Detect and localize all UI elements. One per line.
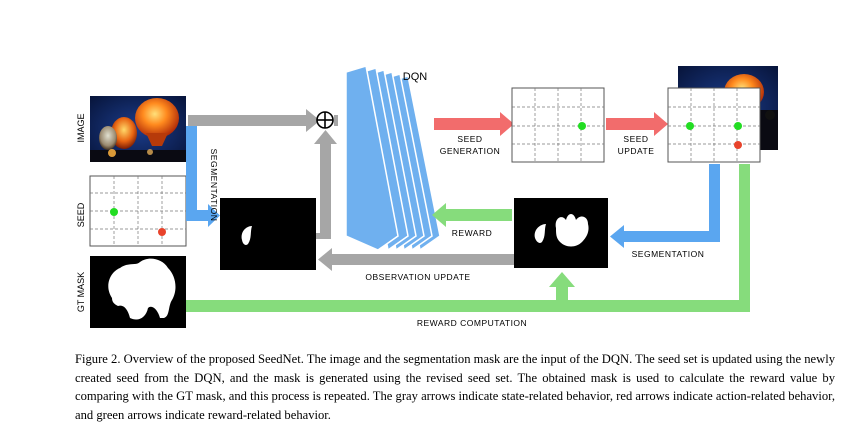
seed-grid-new: [511, 87, 605, 163]
row-label-image: IMAGE: [76, 113, 86, 142]
row-label-seed: SEED: [76, 202, 86, 227]
input-image: [90, 96, 186, 162]
arrow-segmentation-left: [186, 126, 220, 227]
seed-dot-red: [158, 228, 166, 236]
arrow-observation-update: [318, 248, 514, 271]
arrow-seed-generation: [434, 112, 514, 136]
seed-dot-new-green: [578, 122, 586, 130]
arrow-mask-to-plus: [314, 130, 337, 239]
seed-grid-input: [89, 175, 187, 247]
arrow-seed-update: [606, 112, 668, 136]
dqn-label: DQN: [403, 71, 428, 83]
arrow-image-to-dqn: [188, 109, 338, 132]
seed-dot-updated-green-1: [686, 122, 694, 130]
segmentation-mask-left: [220, 198, 316, 270]
label-reward-computation: REWARD COMPUTATION: [417, 318, 527, 328]
label-seed-update-2: UPDATE: [618, 146, 655, 156]
seed-dot-green: [110, 208, 118, 216]
seed-dot-updated-green-2: [734, 122, 742, 130]
gt-mask-image: [90, 256, 186, 328]
label-segmentation-vertical: SEGMENTATION: [209, 149, 219, 222]
arrow-reward: [432, 203, 512, 227]
arrow-reward-computation: [186, 164, 750, 312]
label-seed-generation-1: SEED: [457, 134, 482, 144]
caption-text: Overview of the proposed SeedNet. The im…: [75, 352, 835, 422]
label-seed-update-1: SEED: [623, 134, 648, 144]
concat-operator: [316, 111, 334, 129]
arrow-segmentation-right: [610, 164, 720, 248]
row-label-gt-mask: GT MASK: [76, 272, 86, 312]
label-observation-update: OBSERVATION UPDATE: [365, 272, 470, 282]
segmentation-mask-right: [514, 198, 608, 268]
dqn-network: [345, 65, 441, 252]
label-reward: REWARD: [452, 228, 492, 238]
label-seed-generation-2: GENERATION: [440, 146, 501, 156]
figure-caption: Figure 2. Overview of the proposed SeedN…: [75, 350, 835, 424]
seed-grid-updated: [667, 87, 761, 163]
label-segmentation-right: SEGMENTATION: [632, 249, 705, 259]
seed-dot-updated-red: [734, 141, 742, 149]
caption-label: Figure 2.: [75, 352, 121, 366]
